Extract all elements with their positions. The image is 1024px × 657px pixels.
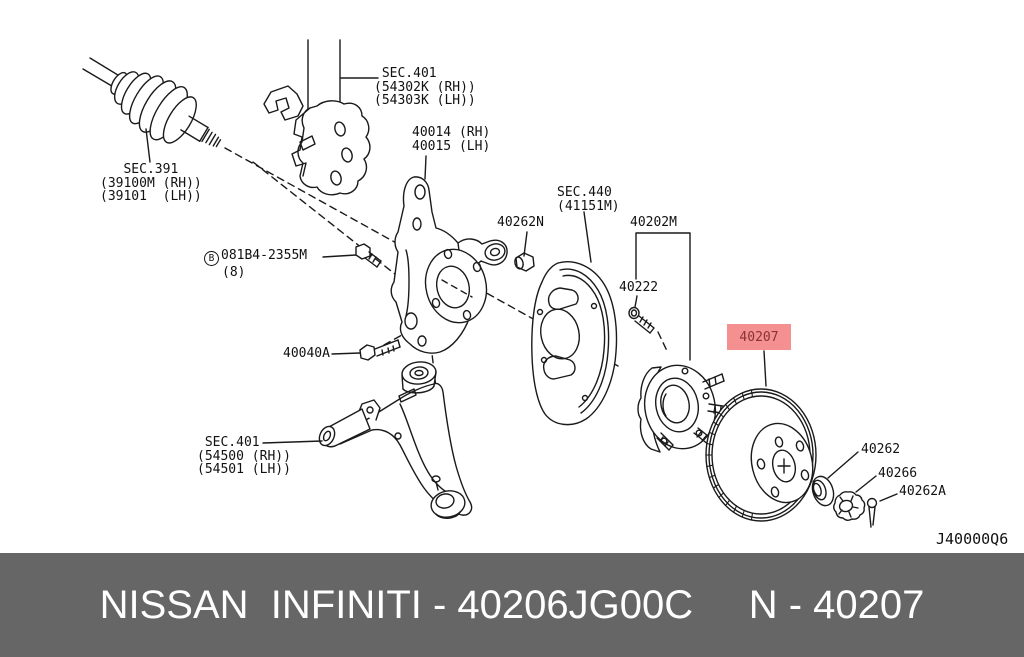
label-sec440[interactable]: SEC.440 (41151M) — [557, 185, 620, 214]
footer-text: NISSAN INFINITI - 40206JG00C N - 40207 — [99, 582, 925, 627]
label-40266[interactable]: 40266 — [878, 466, 918, 481]
locknut-40266 — [833, 491, 866, 521]
label-40014[interactable]: 40014 (RH) 40015 (LH) — [412, 125, 491, 154]
leader-lines — [145, 77, 898, 502]
circled-b-icon: B — [204, 251, 219, 267]
brake-rotor — [705, 388, 817, 522]
label-sec401-bottom[interactable]: SEC.401 (54500 (RH)) (54501 (LH)) — [197, 435, 291, 477]
bolt-40040a — [359, 339, 401, 361]
label-sec401-top[interactable]: SEC.401 (54302K (RH)) (54303K (LH)) — [374, 66, 476, 108]
bolt-b-quantity: (8) — [222, 265, 246, 281]
label-40207-highlighted[interactable]: 40207 — [727, 324, 791, 350]
diagram-code: J40000Q6 — [936, 530, 1009, 548]
splash-shield — [531, 261, 618, 426]
label-40202m[interactable]: 40202M — [630, 215, 677, 230]
bolt-081b4 — [355, 243, 382, 268]
cv-axle — [82, 57, 222, 148]
washer-40262 — [811, 475, 835, 507]
control-arm — [318, 361, 473, 519]
strut-assembly — [263, 39, 371, 196]
steering-knuckle — [390, 176, 508, 354]
label-sec391[interactable]: SEC.391 (39100M (RH)) (39101 (LH)) — [100, 162, 202, 204]
label-40262a[interactable]: 40262A — [899, 484, 946, 499]
hub-assembly — [637, 364, 730, 453]
label-40262n[interactable]: 40262N — [497, 215, 544, 230]
label-40222[interactable]: 40222 — [619, 280, 659, 295]
label-40262[interactable]: 40262 — [861, 442, 901, 457]
nut-40262n — [514, 252, 535, 272]
rotor-vent-hatching — [705, 389, 754, 521]
cotter-pin-40262a — [866, 497, 878, 528]
stud-40222 — [628, 306, 655, 334]
label-40040a[interactable]: 40040A — [283, 346, 330, 361]
diagram-line-art — [82, 39, 898, 528]
footer-banner: NISSAN INFINITI - 40206JG00C N - 40207 — [0, 553, 1024, 657]
